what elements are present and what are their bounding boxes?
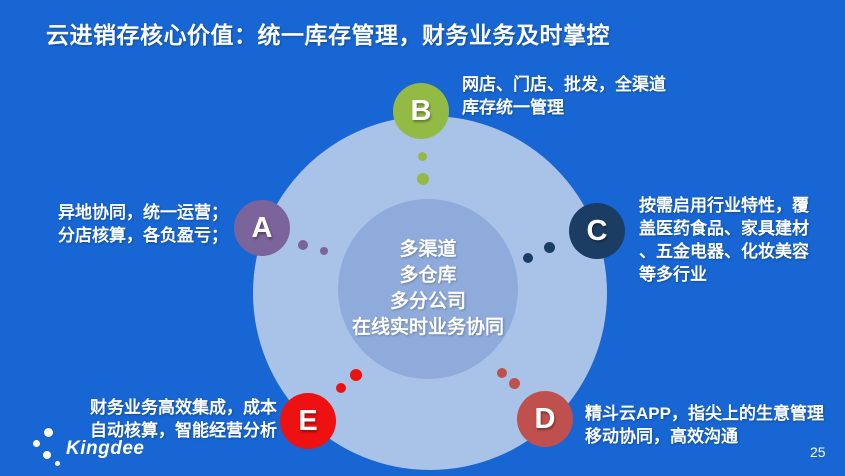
kingdee-logo-dot-icon — [33, 440, 40, 447]
page-title: 云进销存核心价值：统一库存管理，财务业务及时掌控 — [46, 22, 610, 48]
kingdee-logo-dot-icon — [55, 461, 60, 466]
node-label-c-line-3: 、五金电器、化妆美容 — [639, 242, 809, 261]
connector-dot-e — [336, 383, 346, 393]
center-line-3: 多分公司 — [389, 291, 466, 312]
node-label-e: 财务业务高效集成，成本 自动核算，智能经营分析 — [59, 396, 277, 442]
node-circle-a: A — [234, 200, 290, 256]
connector-dot-c — [523, 253, 533, 263]
node-label-c-line-4: 等多行业 — [639, 265, 707, 284]
center-circle: 多渠道 多仓库 多分公司 在线实时业务协同 — [338, 199, 518, 379]
node-letter-a: A — [251, 211, 273, 244]
node-label-e-line-2: 自动核算，智能经营分析 — [90, 421, 277, 440]
kingdee-logo-dot-icon — [43, 451, 51, 459]
connector-dot-b — [418, 152, 427, 161]
node-label-d-line-2: 移动协同，高效沟通 — [585, 427, 738, 446]
connector-dot-e — [350, 369, 362, 381]
node-letter-b: B — [410, 94, 432, 127]
connector-dot-d — [497, 368, 507, 378]
center-line-4: 在线实时业务协同 — [351, 317, 504, 338]
node-label-a-line-2: 分店核算，各负盈亏； — [58, 226, 228, 245]
node-letter-e: E — [298, 404, 318, 437]
connector-dot-d — [509, 378, 520, 389]
connector-dot-a — [320, 247, 328, 255]
node-label-c-line-2: 盖医药食品、家具建材 — [639, 219, 809, 238]
connector-dot-c — [544, 242, 555, 253]
node-label-c: 按需启用行业特性，覆 盖医药食品、家具建材 、五金电器、化妆美容 等多行业 — [639, 194, 809, 286]
node-label-e-line-1: 财务业务高效集成，成本 — [90, 398, 277, 417]
node-label-b-line-1: 网店、门店、批发，全渠道 — [462, 75, 666, 94]
node-label-d: 精斗云APP，指尖上的生意管理 移动协同，高效沟通 — [585, 402, 824, 448]
connector-dot-b — [417, 173, 429, 185]
node-label-c-line-1: 按需启用行业特性，覆 — [639, 196, 809, 215]
center-text: 多渠道 多仓库 多分公司 在线实时业务协同 — [352, 237, 504, 341]
node-circle-b: B — [393, 83, 449, 139]
node-circle-d: D — [517, 391, 573, 447]
node-letter-c: C — [586, 214, 608, 247]
node-label-a: 异地协同，统一运营； 分店核算，各负盈亏； — [58, 201, 228, 247]
node-label-b: 网店、门店、批发，全渠道 库存统一管理 — [462, 73, 666, 119]
node-circle-c: C — [569, 203, 625, 259]
node-label-a-line-1: 异地协同，统一运营； — [58, 203, 228, 222]
page-number: 25 — [810, 444, 826, 460]
node-letter-d: D — [534, 402, 556, 435]
node-circle-e: E — [280, 393, 336, 449]
center-line-2: 多仓库 — [399, 265, 457, 286]
node-label-b-line-2: 库存统一管理 — [462, 98, 564, 117]
kingdee-logo-dot-icon — [44, 428, 53, 437]
kingdee-logo-text: Kingdee — [66, 438, 145, 459]
node-label-d-line-1: 精斗云APP，指尖上的生意管理 — [585, 404, 824, 423]
center-line-1: 多渠道 — [399, 239, 457, 260]
connector-dot-a — [298, 240, 308, 250]
